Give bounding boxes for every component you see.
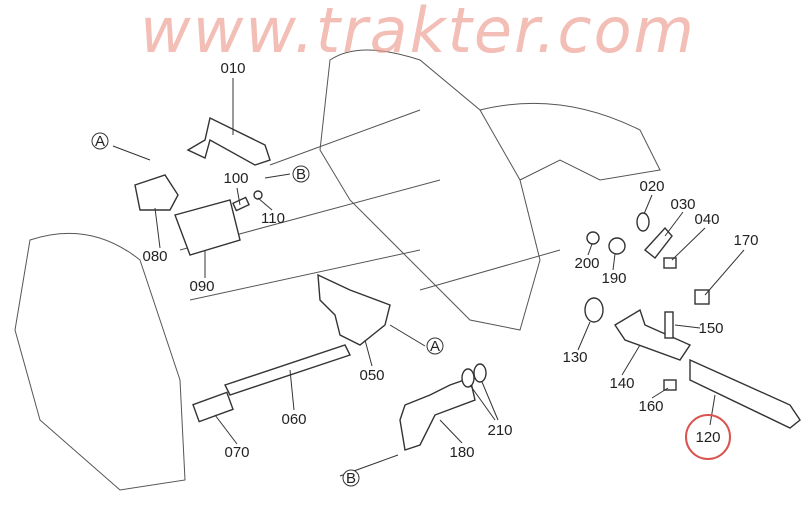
housing-lines: [179, 109, 561, 301]
svg-text:B: B: [346, 470, 356, 487]
part-210-oring: [461, 368, 475, 388]
part-040-bolt: [663, 257, 677, 269]
label-200: 200: [574, 255, 599, 272]
leader-lines: [112, 78, 745, 477]
part-050-shift-fork: [317, 273, 391, 346]
svg-text:B: B: [296, 166, 306, 183]
label-100: 100: [223, 170, 248, 187]
part-150-bolt: [664, 311, 674, 339]
part-170-bolt: [694, 289, 710, 305]
label-130: 130: [562, 349, 587, 366]
clutch-housing: [14, 232, 186, 491]
ref-b-top: B: [292, 165, 310, 183]
ref-a-top: A: [91, 132, 109, 150]
svg-text:A: A: [95, 133, 105, 150]
part-210-oring: [473, 363, 487, 383]
label-120: 120: [695, 429, 720, 446]
part-100-spring: [232, 196, 250, 212]
label-170: 170: [733, 232, 758, 249]
part-200-washer: [586, 231, 600, 245]
label-210: 210: [487, 422, 512, 439]
label-160: 160: [638, 398, 663, 415]
label-020: 020: [639, 178, 664, 195]
part-090-plate: [174, 199, 241, 256]
part-130-seal: [584, 297, 604, 323]
housing-flange: [479, 102, 661, 181]
watermark: www.trakter.com: [140, 0, 696, 67]
part-020-oring: [636, 212, 650, 232]
highlight-circle: [685, 414, 731, 460]
part-140-arm: [614, 308, 692, 361]
label-150: 150: [698, 320, 723, 337]
label-050: 050: [359, 367, 384, 384]
ref-a-mid: A: [426, 337, 444, 355]
ref-b-bottom: B: [342, 469, 360, 487]
part-110-ball: [253, 190, 263, 200]
svg-text:A: A: [430, 338, 440, 355]
label-060: 060: [281, 411, 306, 428]
label-070: 070: [224, 444, 249, 461]
transmission-housing: [319, 49, 541, 331]
part-080-bracket: [134, 174, 179, 211]
label-010: 010: [220, 60, 245, 77]
part-180-lever: [399, 377, 476, 451]
label-140: 140: [609, 375, 634, 392]
part-190-plug: [608, 237, 626, 255]
label-030: 030: [670, 196, 695, 213]
part-070-spring: [192, 391, 234, 423]
label-180: 180: [449, 444, 474, 461]
part-010-lever: [186, 116, 271, 166]
label-080: 080: [142, 248, 167, 265]
part-060-rod: [224, 344, 351, 396]
part-120-shaft: [689, 358, 801, 429]
label-190: 190: [601, 270, 626, 287]
label-040: 040: [694, 211, 719, 228]
part-160-nut: [663, 379, 677, 391]
label-110: 110: [261, 210, 285, 227]
label-090: 090: [189, 278, 214, 295]
